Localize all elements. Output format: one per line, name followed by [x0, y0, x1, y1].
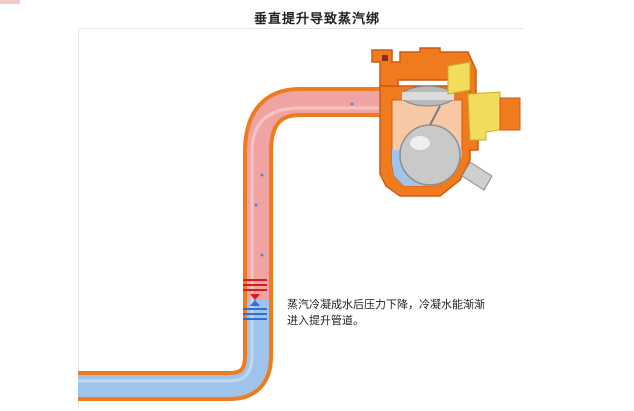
pipe-wall: [78, 87, 392, 401]
float-ball-icon: [399, 124, 461, 186]
droplet: [350, 102, 354, 106]
pipe-system: [78, 87, 392, 401]
corner-mark: [0, 0, 20, 4]
diagram-title: 垂直提升导致蒸汽绑: [253, 12, 380, 27]
condensate-section: [78, 300, 269, 397]
water-level-marker-icon: [243, 279, 267, 320]
pipe-highlight: [78, 106, 392, 383]
droplet: [254, 203, 258, 207]
steam-section: [247, 91, 392, 300]
droplet: [260, 173, 264, 177]
droplet: [260, 253, 264, 257]
steam-trap-icon: [371, 47, 521, 197]
diagram-caption: 蒸汽冷凝成水后压力下降，冷凝水能渐渐 进入提升管道。: [287, 298, 485, 327]
